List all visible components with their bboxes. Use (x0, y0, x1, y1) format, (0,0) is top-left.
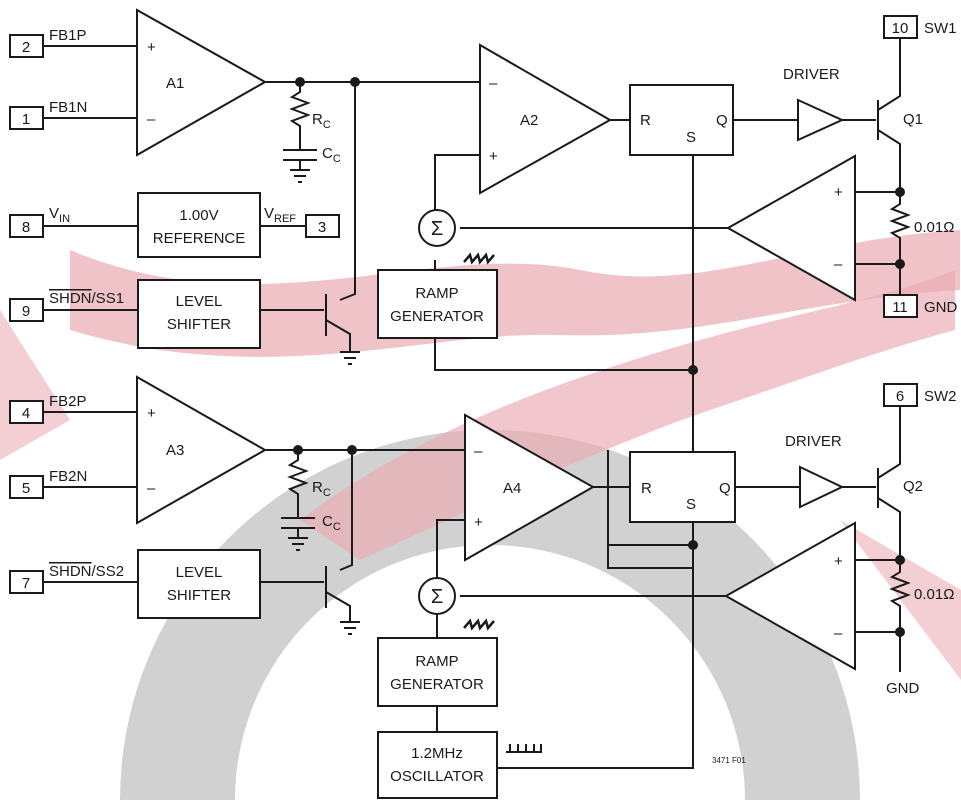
level-shifter-1-line2: SHIFTER (167, 316, 231, 333)
oscillator-block: 1.2MHz OSCILLATOR (377, 731, 498, 799)
ff1-r: R (640, 112, 651, 129)
ramp-2-line2: GENERATOR (390, 676, 484, 693)
ramp-1-line2: GENERATOR (390, 308, 484, 325)
csa1-plus: + (834, 184, 843, 201)
reference-block: 1.00V REFERENCE (137, 192, 261, 258)
cc-2-label: CC (322, 513, 341, 533)
pin-10-number: 10 (892, 20, 909, 37)
reference-line2: REFERENCE (153, 230, 246, 247)
pin-shdn2-name: SHDN/SS2 (49, 563, 124, 580)
ramp-1-line1: RAMP (415, 285, 458, 302)
reference-line1: 1.00V (179, 207, 218, 224)
pin-sw2-name: SW2 (924, 388, 957, 405)
pin-6-number: 6 (896, 388, 904, 405)
a3-plus: + (147, 405, 156, 422)
level-shifter-1-line1: LEVEL (176, 293, 223, 310)
pin-4-number: 4 (22, 405, 30, 422)
q1-label: Q1 (903, 111, 923, 128)
wires (43, 38, 911, 769)
a1-minus: – (147, 111, 156, 128)
a4-minus: – (474, 443, 483, 460)
cc-1-label: CC (322, 145, 341, 165)
sawtooth-icon (463, 252, 495, 265)
rc-2-label: RC (312, 479, 331, 499)
a1-plus: + (147, 39, 156, 56)
ff1-s: S (686, 129, 696, 146)
amplifier-a2: – + A2 (479, 43, 613, 195)
flip-flop-1: R S Q (629, 84, 734, 156)
amplifier-a4: – + A4 (464, 413, 596, 562)
summer-1: Σ (418, 209, 456, 247)
a1-label: A1 (166, 75, 184, 92)
summer-2: Σ (418, 577, 456, 615)
ff1-q: Q (716, 112, 728, 129)
csa1-minus: – (834, 256, 843, 273)
ramp-generator-1: RAMP GENERATOR (377, 269, 498, 339)
level-shifter-2-line2: SHIFTER (167, 587, 231, 604)
a4-plus: + (474, 514, 483, 531)
csa2-plus: + (834, 553, 843, 570)
pin-9-number: 9 (22, 303, 30, 320)
pin-vin-name: VIN (49, 205, 70, 225)
sense-res-2-label: 0.01Ω (914, 586, 954, 603)
pin-fb1n-name: FB1N (49, 99, 87, 116)
component-labels: RC CC RC CC Q1 Q2 0.01Ω 0.01Ω 3471 F01 (312, 111, 954, 765)
ramp-2-line1: RAMP (415, 653, 458, 670)
pin-3-number: 3 (318, 219, 326, 236)
pin-names: FB1P FB1N VIN VREF SHDN/SS1 SW1 GND FB2P… (49, 20, 958, 697)
pin-shdn1-name: SHDN/SS1 (49, 290, 124, 307)
junction-dots (293, 77, 905, 637)
flip-flop-2: R S Q (629, 451, 736, 523)
pin-8-number: 8 (22, 219, 30, 236)
pulse-train-icon (506, 744, 542, 753)
sense-res-1-label: 0.01Ω (914, 219, 954, 236)
oscillator-line1: 1.2MHz (411, 745, 463, 762)
pin-11-number: 11 (892, 299, 908, 316)
q2-label: Q2 (903, 478, 923, 495)
driver-1-label: DRIVER (783, 66, 840, 83)
pin-1-number: 1 (22, 111, 30, 128)
amplifier-a1: + – A1 (136, 8, 268, 157)
ff2-q: Q (719, 480, 731, 497)
a4-label: A4 (503, 480, 521, 497)
pin-fb2n-name: FB2N (49, 468, 87, 485)
gnd2-label: GND (886, 680, 920, 697)
driver-2: DRIVER (785, 433, 845, 509)
pin-fb1p-name: FB1P (49, 27, 87, 44)
ff2-s: S (686, 496, 696, 513)
pin-fb2p-name: FB2P (49, 393, 87, 410)
sawtooth-icon (463, 618, 495, 631)
amplifier-a3: + – A3 (136, 375, 268, 525)
pin-boxes: 2 1 8 3 9 10 11 4 5 7 6 (9, 15, 918, 594)
driver-2-label: DRIVER (785, 433, 842, 450)
a2-label: A2 (520, 112, 538, 129)
oscillator-line2: OSCILLATOR (390, 768, 484, 785)
level-shifter-2-line1: LEVEL (176, 564, 223, 581)
current-sense-amp-1: + – (725, 154, 856, 302)
a3-minus: – (147, 480, 156, 497)
pin-sw1-name: SW1 (924, 20, 957, 37)
a2-plus: + (489, 148, 498, 165)
pin-5-number: 5 (22, 480, 30, 497)
pin-7-number: 7 (22, 575, 30, 592)
ramp-generator-2: RAMP GENERATOR (377, 637, 498, 707)
rc-1-label: RC (312, 111, 331, 131)
level-shifter-1: LEVEL SHIFTER (137, 279, 261, 349)
level-shifter-2: LEVEL SHIFTER (137, 549, 261, 619)
figure-code: 3471 F01 (712, 756, 746, 765)
a3-label: A3 (166, 442, 184, 459)
summer-1-symbol: Σ (431, 218, 443, 240)
pin-2-number: 2 (22, 39, 30, 56)
current-sense-amp-2: + – (723, 521, 856, 671)
csa2-minus: – (834, 625, 843, 642)
driver-1: DRIVER (783, 66, 845, 142)
summer-2-symbol: Σ (431, 586, 443, 608)
a2-minus: – (489, 75, 498, 92)
pin-vref-name: VREF (264, 205, 296, 225)
ff2-r: R (641, 480, 652, 497)
pin-gnd1-name: GND (924, 299, 958, 316)
